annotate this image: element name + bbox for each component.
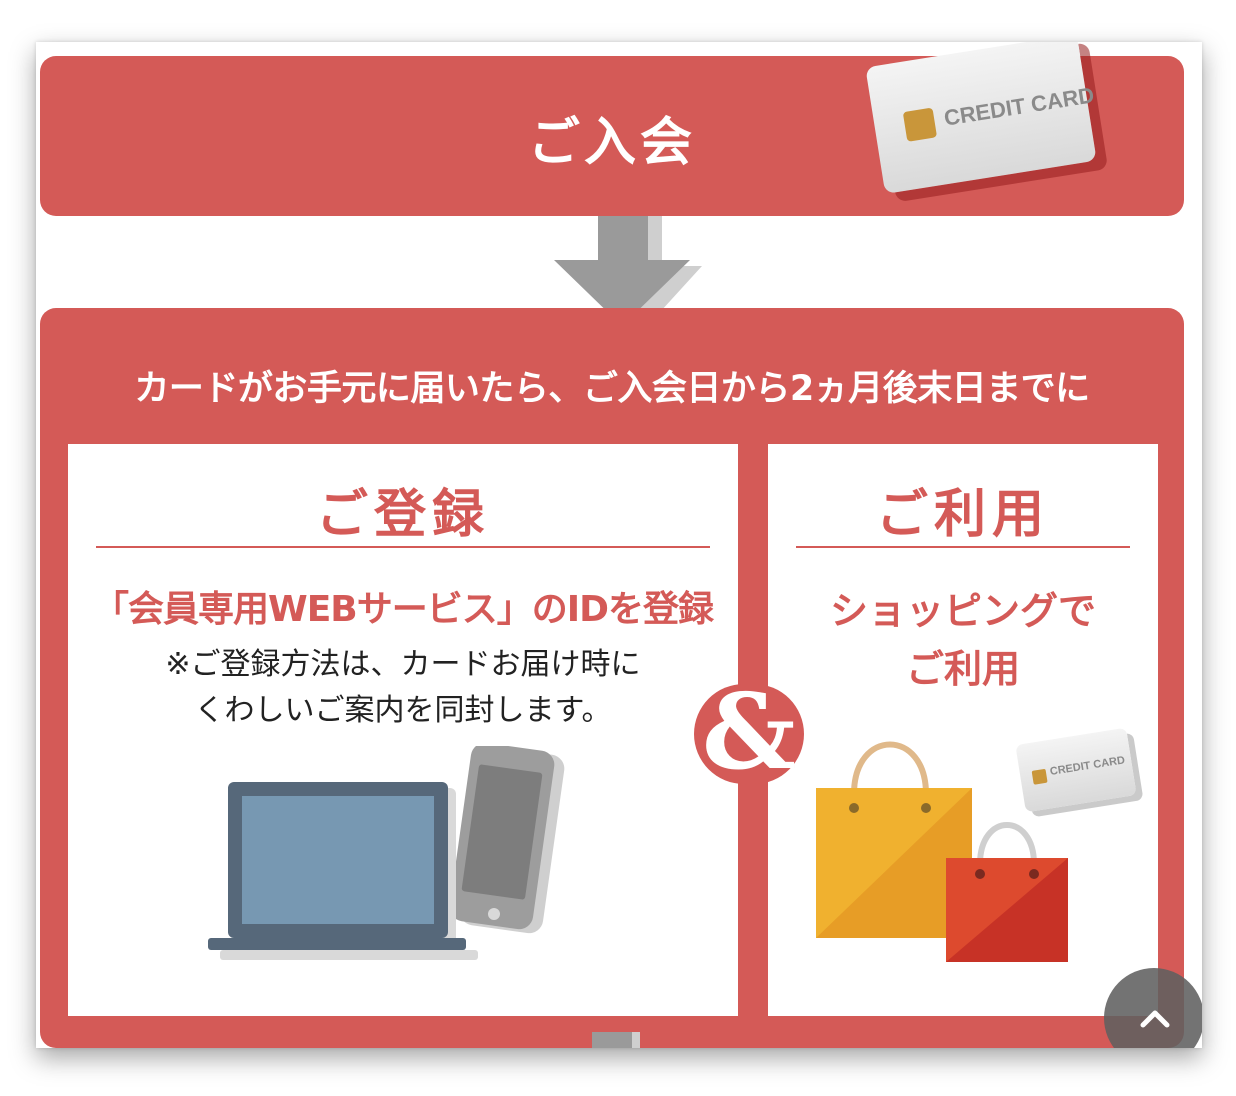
join-banner: ご入会 CREDIT CARD (40, 42, 1184, 216)
card-chip (902, 107, 938, 142)
card-label: CREDIT CARD (1049, 754, 1126, 779)
divider (96, 546, 710, 548)
join-title: ご入会 (527, 113, 696, 173)
divider (796, 546, 1130, 548)
card-label: CREDIT CARD (942, 82, 1096, 131)
chevron-up-icon (1140, 1010, 1170, 1028)
shopping-bags-illustration (816, 741, 1068, 962)
use-subtitle-line1: ショッピングで (829, 589, 1096, 633)
register-subtitle: 「会員専用WEBサービス」のIDを登録 (92, 589, 714, 630)
shopping-bag-icon (946, 822, 1068, 962)
and-symbol: & (702, 670, 796, 793)
down-arrow-icon (592, 1032, 640, 1048)
register-note-line2: くわしいご案内を同封します。 (194, 693, 612, 728)
down-arrow-icon (554, 216, 702, 334)
laptop-icon (208, 782, 478, 960)
use-subtitle-line2: ご利用 (905, 647, 1020, 691)
use-subtitle: ショッピングで ご利用 (768, 582, 1158, 698)
use-box: ご利用 ショッピングで ご利用 (768, 444, 1158, 1016)
register-note: ※ご登録方法は、カードお届け時に くわしいご案内を同封します。 (68, 642, 738, 734)
register-title: ご登録 (315, 485, 490, 545)
register-box: ご登録 「会員専用WEBサービス」のIDを登録 ※ご登録方法は、カードお届け時に… (68, 444, 738, 1016)
page-frame: ご入会 CREDIT CARD カードがお手元に届いたら、ご入会日から2ヵ月後末… (36, 42, 1202, 1048)
steps-panel: カードがお手元に届いたら、ご入会日から2ヵ月後末日までに ご登録 「会員専用WE… (40, 308, 1184, 1048)
register-note-line1: ※ご登録方法は、カードお届け時に (165, 647, 641, 682)
scroll-to-top-button[interactable] (1104, 968, 1202, 1048)
devices-illustration (208, 746, 565, 960)
card-chip (1031, 768, 1048, 785)
steps-heading: カードがお手元に届いたら、ご入会日から2ヵ月後末日までに (134, 369, 1090, 409)
use-title: ご利用 (875, 485, 1050, 545)
and-connector: & (694, 680, 804, 784)
smartphone-icon (449, 746, 565, 934)
